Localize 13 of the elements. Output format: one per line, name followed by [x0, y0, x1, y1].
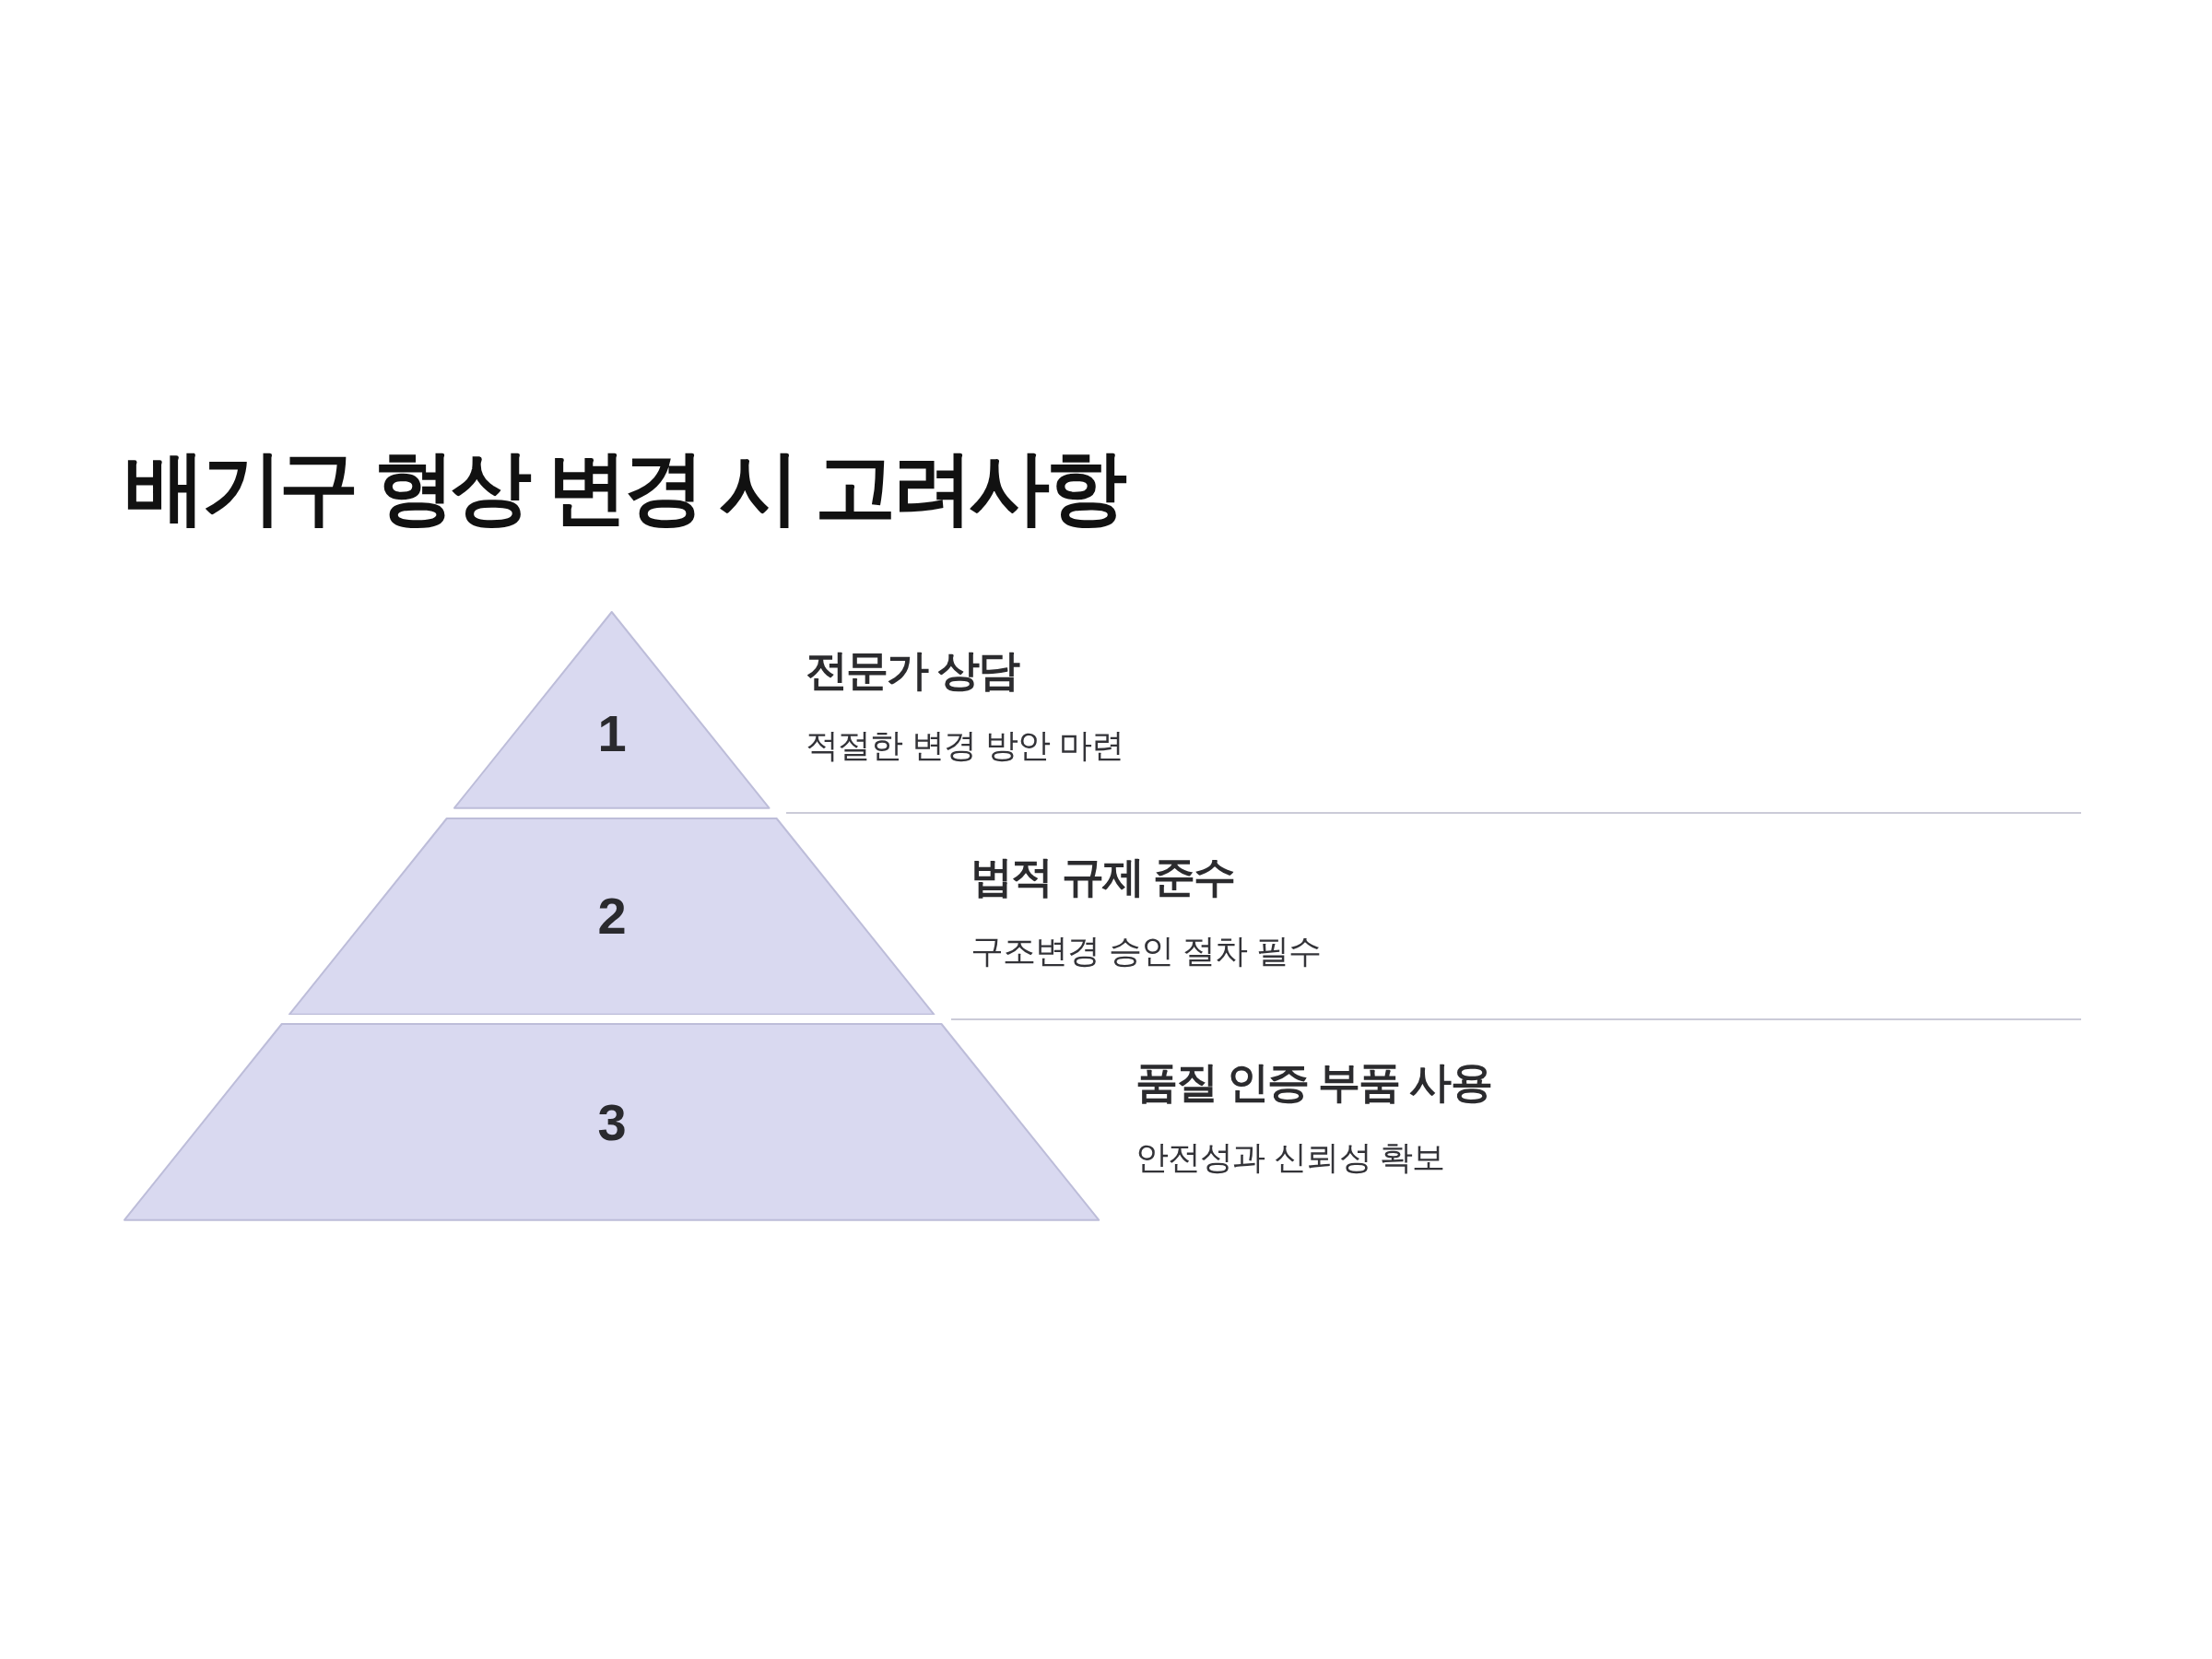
tier-number: 3: [597, 1096, 627, 1148]
pyramid-top-tier: [453, 611, 771, 809]
pyramid-tier: [124, 1023, 1100, 1221]
tier-description: 구조변경 승인 절차 필수: [970, 931, 1322, 972]
tier-description: 안전성과 신뢰성 확보: [1135, 1136, 1446, 1178]
pyramid-tier: [288, 817, 935, 1016]
tier-heading: 품질 인증 부품 사용: [1135, 1057, 1491, 1109]
tier-number: 1: [597, 708, 627, 760]
tier-number: 2: [597, 890, 627, 942]
tier-description: 적절한 변경 방안 마련: [805, 724, 1124, 766]
tier-heading: 전문가 상담: [805, 645, 1020, 696]
title: 배기구 형상 변경 시 고려사항: [124, 441, 1124, 535]
tier-heading: 법적 규제 준수: [970, 851, 1236, 902]
